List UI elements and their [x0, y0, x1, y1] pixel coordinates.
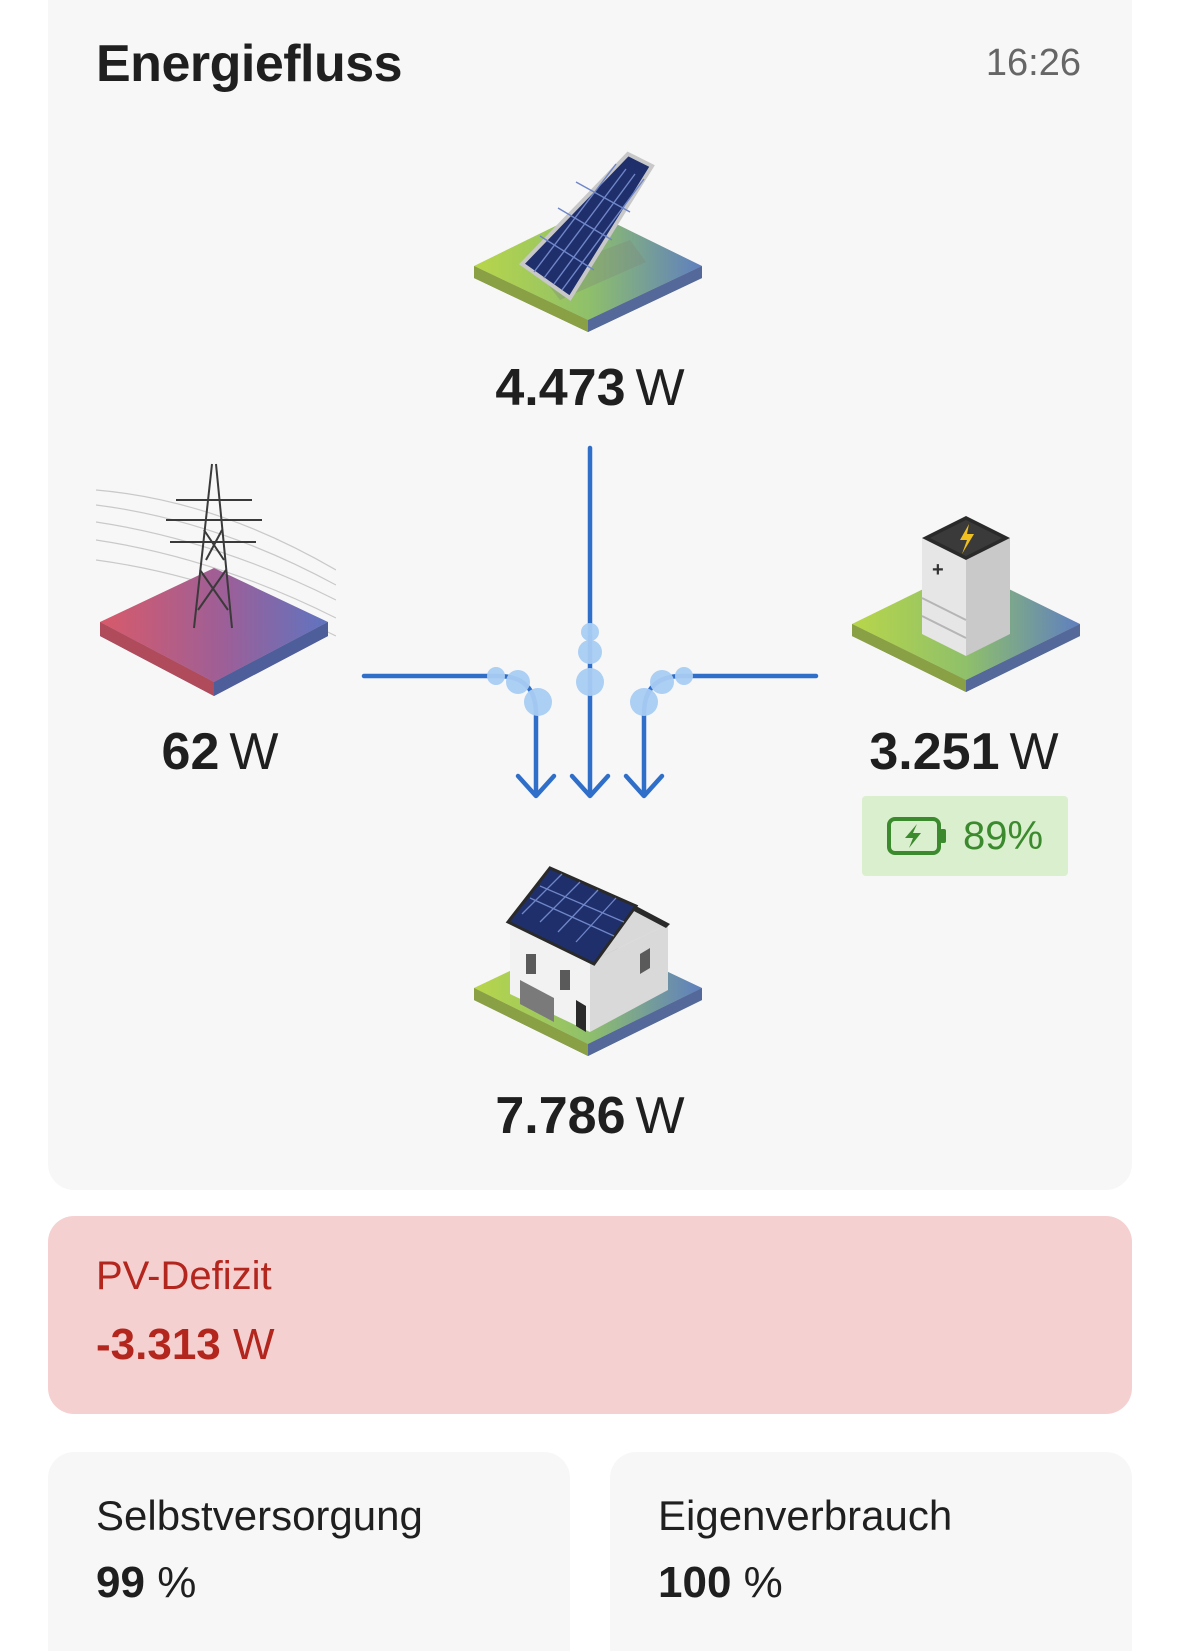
battery-soc-value: 89%	[962, 813, 1044, 858]
self-consumption-label: Eigenverbrauch	[658, 1492, 953, 1539]
battery-charging-icon	[886, 817, 946, 855]
battery-storage-icon[interactable]: +	[848, 506, 1088, 696]
self-supply-value: 99 %	[96, 1558, 197, 1607]
svg-text:+: +	[932, 559, 944, 581]
time-label: 16:26	[985, 42, 1081, 84]
self-consumption-value: 100 %	[658, 1558, 783, 1607]
self-consumption-card[interactable]: Eigenverbrauch 100 %	[610, 1452, 1132, 1651]
battery-soc-badge: 89%	[862, 796, 1068, 876]
self-supply-card[interactable]: Selbstversorgung 99 %	[48, 1452, 570, 1651]
self-supply-label: Selbstversorgung	[96, 1492, 423, 1539]
page-title: Energiefluss	[96, 35, 403, 93]
pv-deficit-value: -3.313 W	[96, 1320, 275, 1369]
power-grid-icon[interactable]	[96, 460, 336, 700]
pv-panel-icon[interactable]	[470, 150, 710, 340]
pv-deficit-card[interactable]: PV-Defizit -3.313 W	[48, 1216, 1132, 1414]
pv-deficit-label: PV-Defizit	[96, 1254, 272, 1298]
house-icon[interactable]	[470, 862, 710, 1062]
